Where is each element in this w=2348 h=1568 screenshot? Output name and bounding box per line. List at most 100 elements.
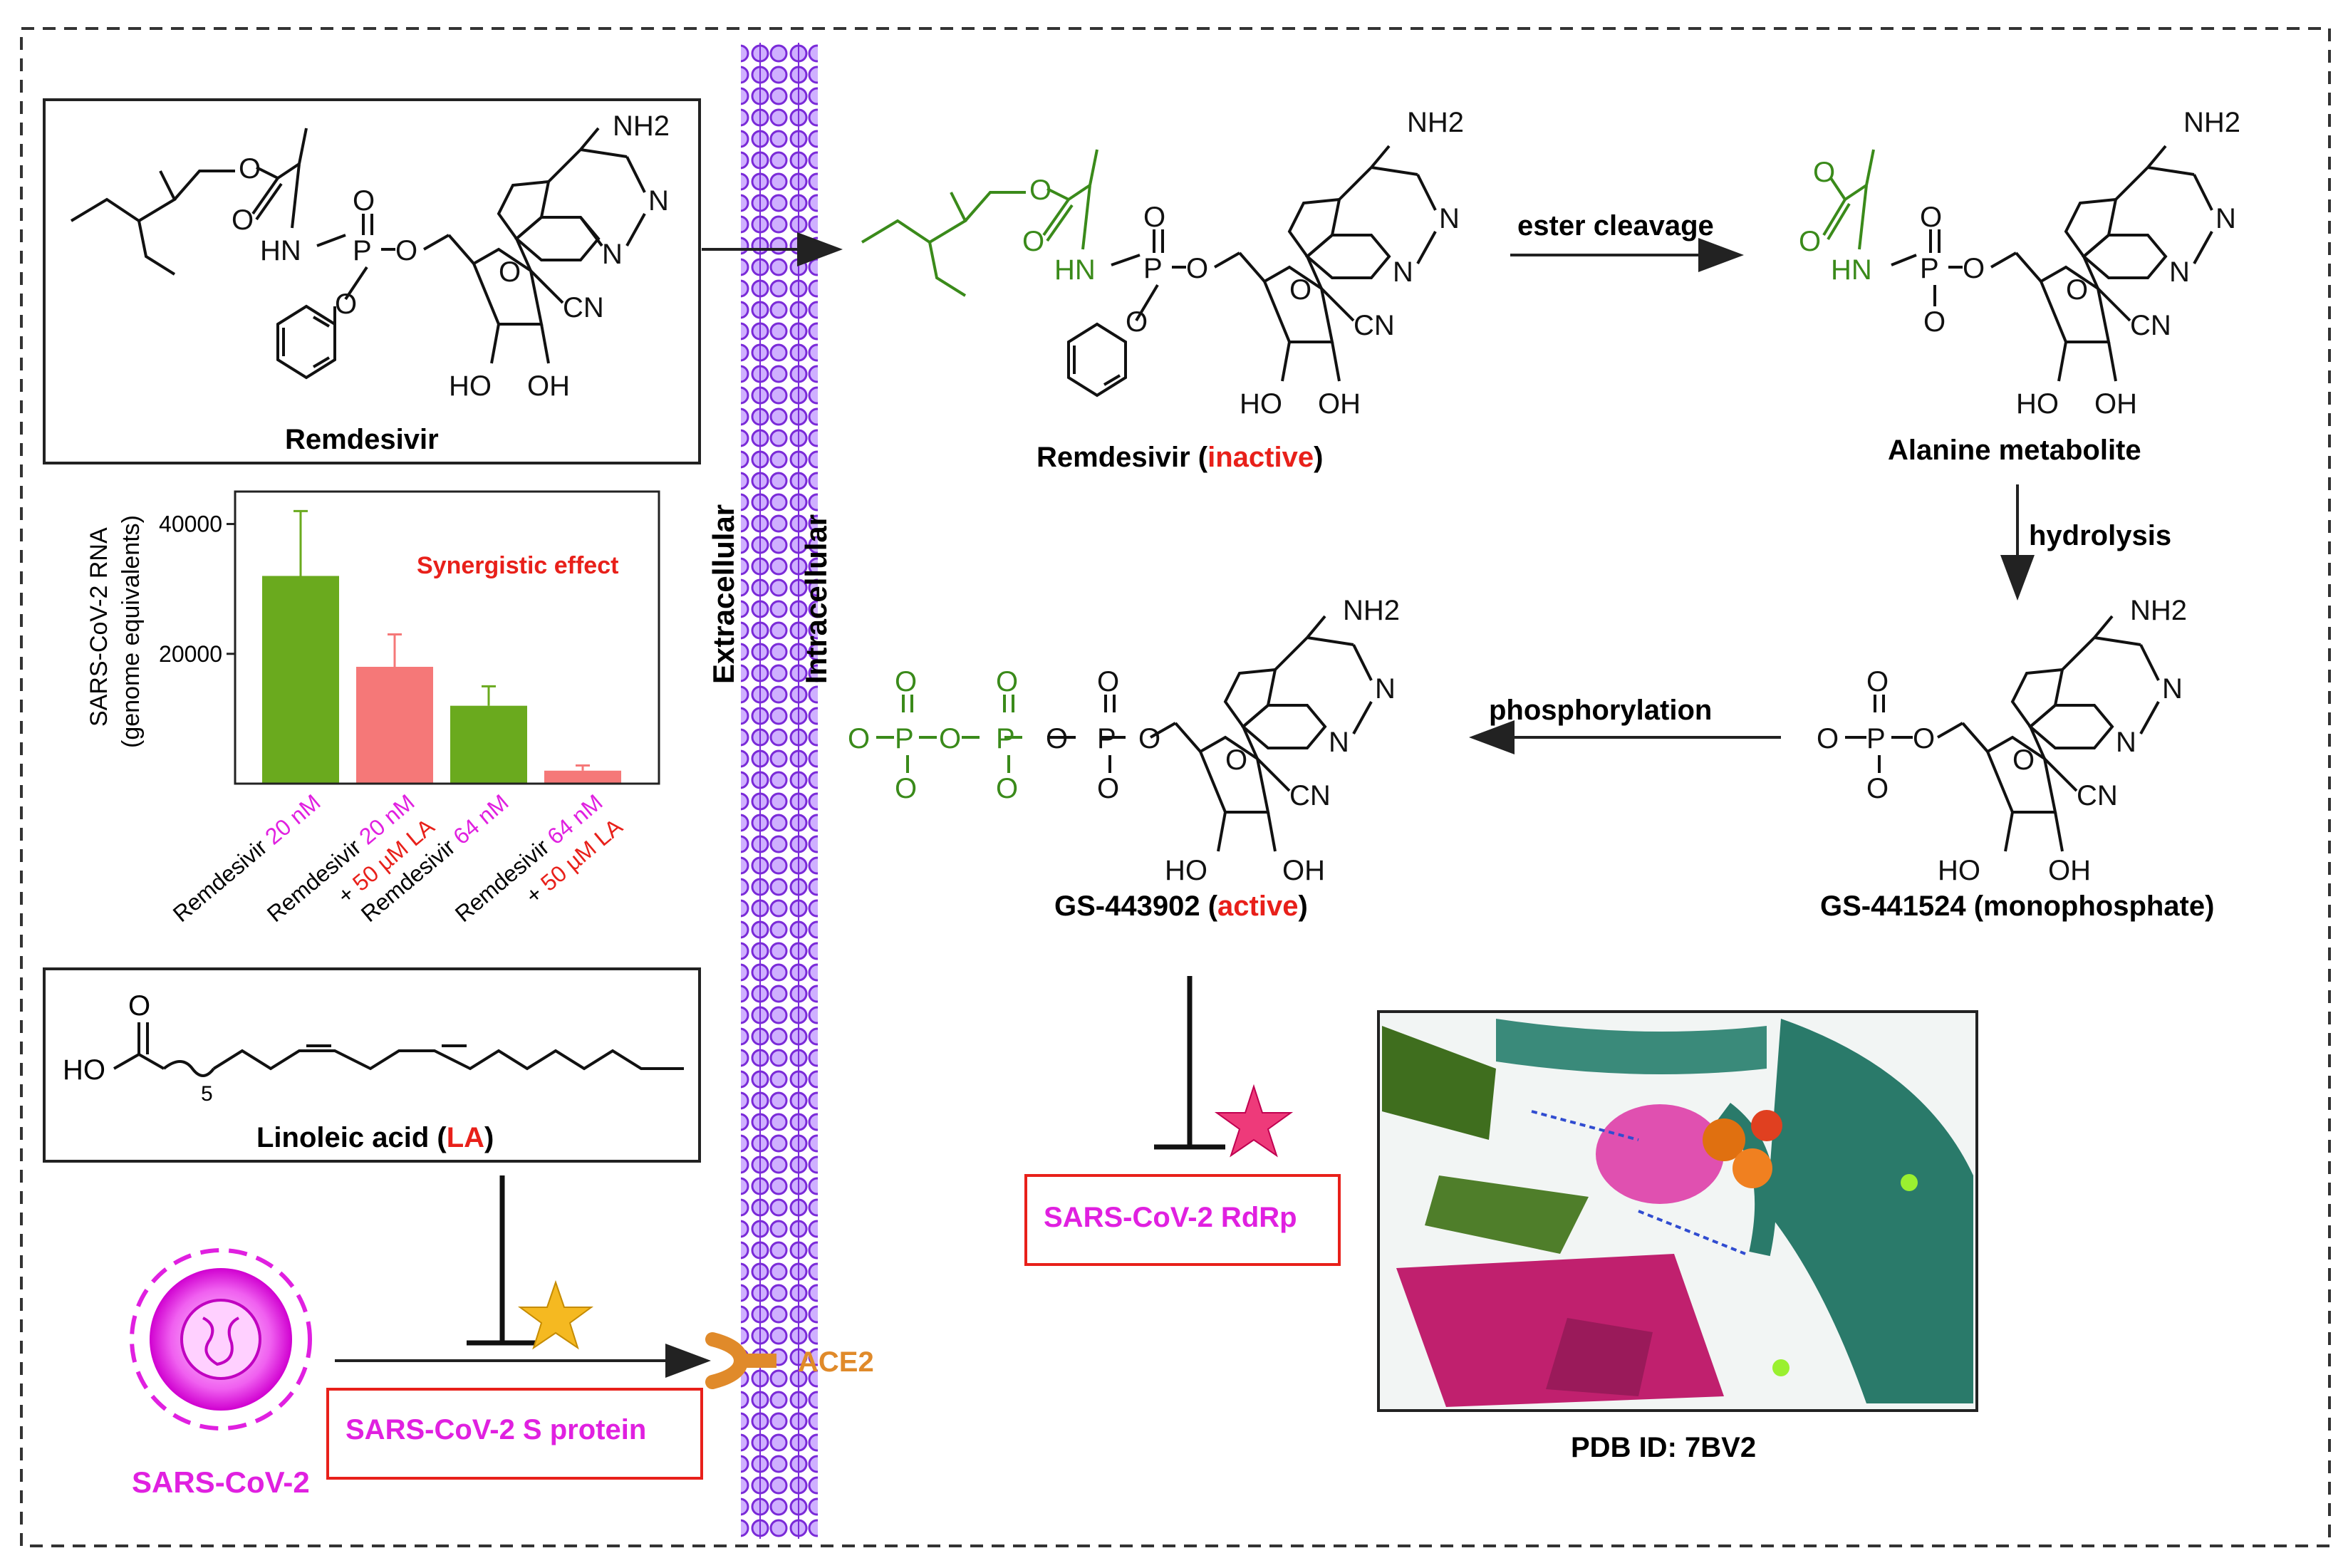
linoleic-label: Linoleic acid (LA) [256,1122,494,1153]
svg-text:O: O [1866,666,1889,697]
svg-text:O: O [232,204,254,236]
svg-text:O: O [996,773,1018,804]
svg-text:O: O [1913,723,1935,754]
svg-text:O: O [239,153,261,185]
svg-text:O: O [1186,253,1208,284]
rdrp-box [1024,1174,1341,1266]
svg-text:HO: HO [1165,855,1207,886]
svg-text:OH: OH [527,370,570,402]
svg-text:P: P [1143,253,1163,284]
remdesivir-box [43,98,701,464]
svg-text:N: N [1329,727,1349,758]
svg-text:P: P [996,723,1015,754]
svg-text:NH2: NH2 [1343,595,1400,626]
monophosphate-atoms: O P O O O O NH2 N N CN HO OH [1817,595,2187,886]
remdesivir-label: Remdesivir [285,424,439,455]
svg-text:OH: OH [1318,388,1361,420]
cell-membrane [741,43,818,1539]
svg-text:O: O [996,666,1018,697]
svg-text:P: P [1097,723,1116,754]
svg-text:O: O [2012,744,2035,776]
svg-text:P: P [1866,723,1886,754]
svg-text:HO: HO [2016,388,2059,420]
svg-text:O: O [335,289,357,320]
active-label: GS-443902 (active) [1054,891,1308,922]
chart-y-tick-label: 20000 [159,641,222,667]
virus-icon [130,1248,312,1431]
remdesivir-inactive-label: Remdesivir (inactive) [1037,442,1323,473]
svg-text:N: N [2169,256,2190,288]
remdesivir-inactive-structure [861,145,1437,398]
alanine-label: Alanine metabolite [1888,435,2141,466]
svg-text:N: N [648,185,669,217]
svg-text:OH: OH [1282,855,1325,886]
phosphorylation-label: phosphorylation [1489,695,1712,726]
svg-text:NH2: NH2 [2183,107,2240,138]
extracellular-label: Extracellular [707,504,740,684]
triphosphate-atoms: O P O O O P O O [848,666,1018,804]
svg-text:O: O [1138,723,1160,754]
remdesivir-inactive-atoms: O O HN P O O O O NH2 N N CN HO OH [1022,107,1464,420]
svg-text:CN: CN [2077,780,2118,811]
svg-text:O: O [1046,723,1068,754]
svg-text:NH2: NH2 [613,110,670,142]
la-star-icon [517,1279,594,1350]
svg-text:CN: CN [2130,310,2171,341]
svg-text:O: O [1097,666,1119,697]
svg-text:O: O [1920,202,1942,233]
svg-text:O: O [1022,226,1044,257]
svg-text:O: O [1923,306,1946,338]
monophosphate-label: GS-441524 (monophosphate) [1820,891,2214,922]
svg-text:O: O [1126,306,1148,338]
svg-text:O: O [2066,274,2088,306]
la-ho: HO [63,1054,105,1086]
svg-text:CN: CN [563,292,604,323]
svg-text:N: N [1439,203,1460,234]
monophosphate-structure [1845,615,2160,852]
synergy-annotation: Synergistic effect [417,552,618,579]
outer-frame [20,27,2331,1547]
s-protein-box [326,1388,703,1480]
la-o: O [128,990,150,1022]
svg-text:O: O [1817,723,1839,754]
svg-text:O: O [1097,773,1119,804]
intracellular-label: Intracellular [799,514,833,684]
svg-text:O: O [1799,226,1821,257]
svg-text:O: O [1813,157,1835,188]
svg-text:NH2: NH2 [1407,107,1464,138]
svg-text:HO: HO [449,370,492,402]
svg-text:OH: OH [2094,388,2137,420]
chart-y-tick-label: 40000 [159,512,222,537]
pdb-label: PDB ID: 7BV2 [1571,1432,1756,1463]
chart-bar [450,705,527,784]
svg-text:CN: CN [1354,310,1395,341]
chart-ylabel-2: (genome equivalents) [118,515,145,748]
svg-text:O: O [1225,744,1247,776]
svg-text:OH: OH [2048,855,2091,886]
chart-bar [356,667,433,784]
svg-text:N: N [2215,203,2236,234]
svg-text:N: N [602,239,623,270]
virus-label: SARS-CoV-2 [132,1465,310,1499]
svg-text:N: N [1393,256,1413,288]
svg-text:HO: HO [1938,855,1980,886]
ester-cleavage-label: ester cleavage [1517,210,1714,242]
linoleic-box [43,967,701,1163]
svg-text:O: O [1289,274,1311,306]
chart-bar [544,770,621,784]
rdrp-star-icon [1214,1084,1294,1158]
svg-text:P: P [895,723,914,754]
svg-text:O: O [895,773,917,804]
svg-text:HN: HN [260,235,301,266]
remdesivir-atoms: O O HN P O O O O NH2 N N CN HO OH [232,110,670,402]
chart-ylabel: SARS-CoV-2 RNA [85,527,113,727]
svg-text:O: O [1963,253,1985,284]
s-protein-label: SARS-CoV-2 S protein [346,1414,646,1445]
chart-bar [262,576,339,784]
triphosphate-atoms-black: O P O O O O NH2 N N CN HO OH [1046,595,1400,886]
svg-text:O: O [848,723,870,754]
svg-text:HN: HN [1831,254,1872,286]
svg-text:O: O [353,185,375,217]
